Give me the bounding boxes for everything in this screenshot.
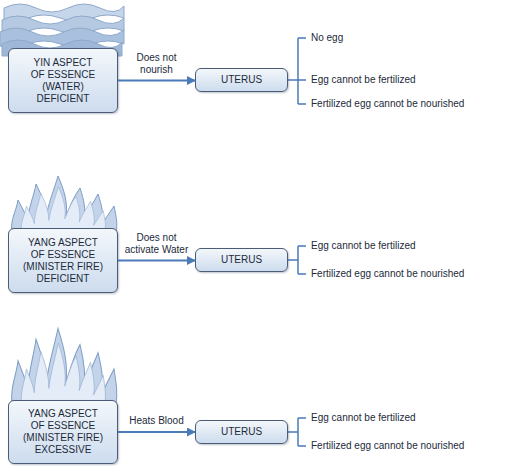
box-text: UTERUS — [198, 74, 286, 86]
flame — [12, 176, 117, 232]
box-text: YANG ASPECT OF ESSENCE (MINISTER FIRE) D… — [20, 237, 106, 285]
box-text: UTERUS — [198, 426, 286, 438]
organ-box: UTERUS — [195, 68, 288, 92]
arrow-connector — [118, 431, 195, 433]
box-text: YIN ASPECT OF ESSENCE (WATER) DEFICIENT — [27, 57, 99, 105]
outcome-text: Egg cannot be fertilized — [311, 412, 416, 424]
outcome-text: Fertilized egg cannot be nourished — [311, 440, 464, 452]
arrow-connector — [118, 260, 195, 262]
box-text: UTERUS — [198, 254, 286, 266]
flame — [21, 187, 105, 232]
bracket — [288, 418, 306, 446]
condition-box: YANG ASPECT OF ESSENCE (MINISTER FIRE) D… — [8, 228, 118, 293]
bracket — [288, 246, 306, 274]
condition-box: YIN ASPECT OF ESSENCE (WATER) DEFICIENT — [8, 48, 118, 113]
box-text: YANG ASPECT OF ESSENCE (MINISTER FIRE) E… — [20, 408, 106, 456]
outcome-text: Fertilized egg cannot be nourished — [311, 268, 464, 280]
edge-label: Does not activate Water — [122, 232, 192, 256]
organ-box: UTERUS — [195, 248, 288, 272]
brackets — [288, 38, 306, 446]
edge-label: Heats Blood — [122, 415, 192, 427]
condition-box: YANG ASPECT OF ESSENCE (MINISTER FIRE) E… — [8, 400, 118, 464]
flames — [12, 176, 117, 232]
outcome-text: Fertilized egg cannot be nourished — [311, 98, 464, 110]
arrow-connector — [118, 80, 195, 82]
flame — [21, 343, 105, 403]
bracket — [288, 38, 306, 104]
outcome-text: Egg cannot be fertilized — [311, 240, 416, 252]
outcome-text: No egg — [311, 32, 343, 44]
outcome-text: Egg cannot be fertilized — [311, 74, 416, 86]
organ-box: UTERUS — [195, 420, 288, 444]
flames — [12, 328, 117, 404]
edge-label: Does not nourish — [122, 52, 192, 76]
flame — [12, 328, 117, 404]
